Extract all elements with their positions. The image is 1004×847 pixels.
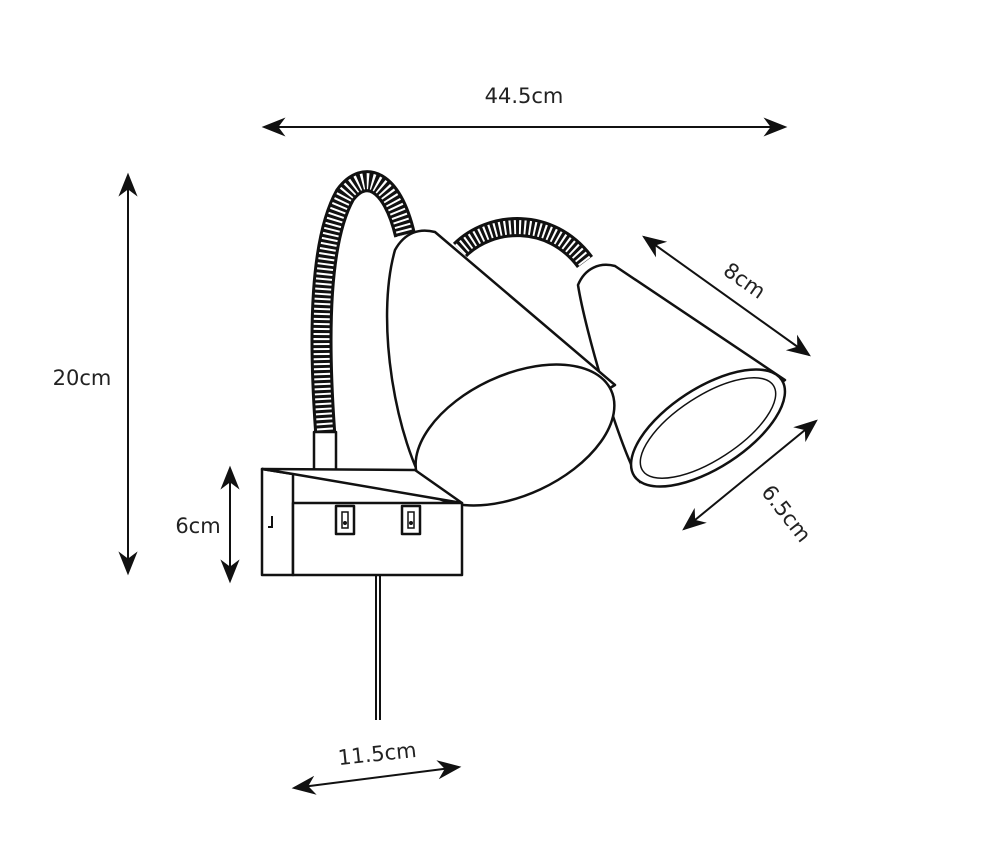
base-height-label: 6cm	[175, 514, 220, 538]
power-cord	[375, 575, 381, 720]
base-width-arrow	[291, 760, 462, 795]
height-label: 20cm	[53, 366, 112, 390]
switch-right[interactable]	[400, 504, 422, 536]
wall-base	[260, 467, 464, 577]
base-width-label: 11.5cm	[337, 738, 418, 770]
gooseneck-arm-right	[452, 217, 594, 269]
lamp-shade-right	[576, 263, 787, 488]
shade-diameter-arrow	[682, 419, 818, 531]
width-label: 44.5cm	[485, 84, 564, 108]
switch-left[interactable]	[334, 504, 356, 536]
shade-length-arrow	[642, 235, 811, 357]
lamp-shade-left	[385, 229, 617, 507]
shade-diameter-label: 6.5cm	[757, 480, 816, 546]
gooseneck-arm-left	[310, 170, 416, 474]
